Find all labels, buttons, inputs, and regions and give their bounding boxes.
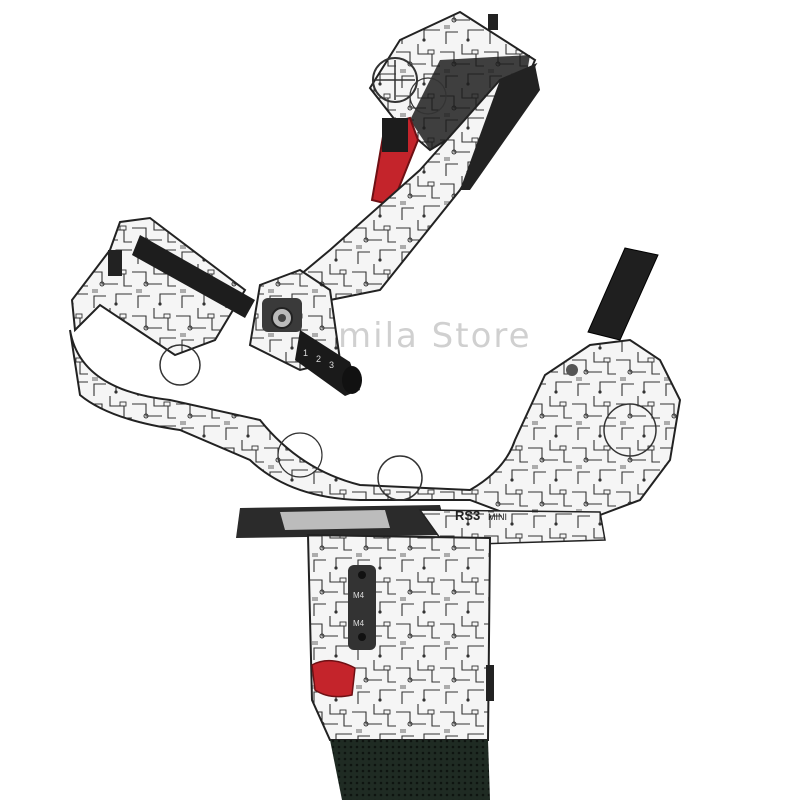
camera-plate [70, 216, 255, 386]
model-suffix: MINI [488, 512, 507, 522]
scale-label-1: 1 [303, 348, 308, 358]
scale-label-3: 3 [329, 360, 334, 370]
mount-plate [348, 565, 376, 650]
vertical-arm [298, 62, 540, 302]
model-logo: RS3 [455, 508, 480, 523]
mount-label-bottom: M4 [353, 619, 365, 628]
scale-label-2: 2 [316, 354, 321, 364]
mount-label-top: M4 [353, 591, 365, 600]
roll-motor: 1 2 3 [248, 268, 362, 396]
red-lock-lever [370, 116, 420, 207]
pan-base: RS3 MINI [236, 505, 606, 546]
watermark: mila Store [338, 316, 532, 356]
grip [330, 740, 490, 800]
handle-body: M4 M4 [306, 533, 494, 741]
extension-bar [587, 247, 659, 341]
tilt-plate [368, 10, 537, 152]
roll-arm [69, 329, 682, 516]
red-trigger [311, 659, 356, 698]
